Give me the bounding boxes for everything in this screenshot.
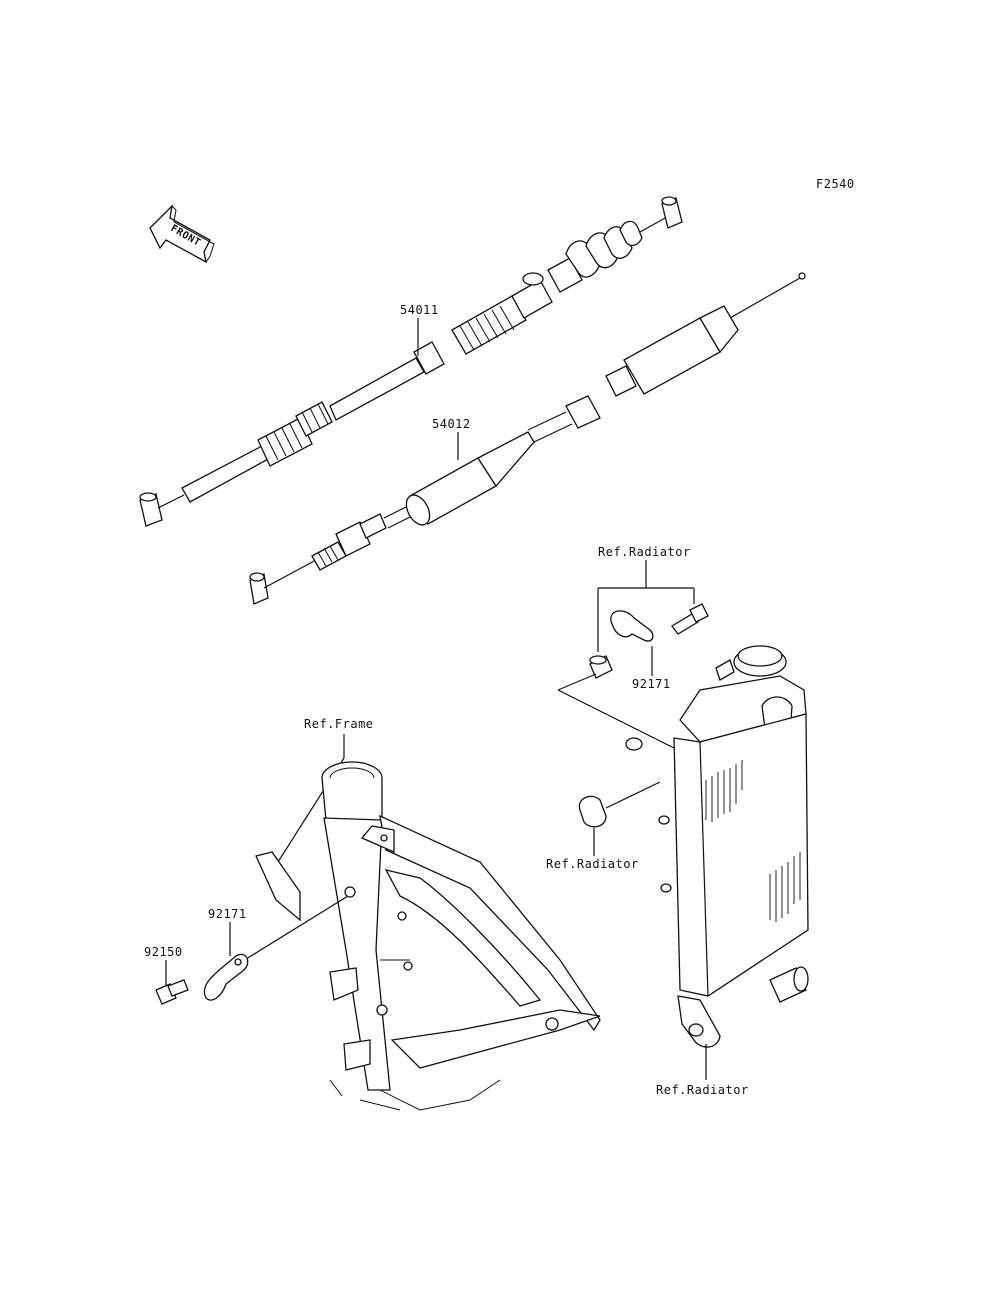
throttle-cable: 54012 [249, 272, 806, 605]
label-92150: 92150 [144, 945, 183, 959]
frame-clamp-group: 92171 92150 [144, 895, 349, 1005]
label-92171-lower: 92171 [208, 907, 247, 921]
figure-code: F2540 [816, 177, 855, 191]
frame: Ref.Frame [255, 717, 601, 1111]
radiator-clamp-group: Ref.Radiator 92171 [557, 545, 709, 749]
radiator-fins [705, 760, 801, 922]
radiator: Ref.Radiator Ref.Radiator [546, 645, 809, 1097]
label-54011: 54011 [400, 303, 439, 317]
label-54012: 54012 [432, 417, 471, 431]
label-ref-radiator-top: Ref.Radiator [598, 545, 691, 559]
front-arrow-icon: FRONT [149, 204, 215, 264]
label-ref-radiator-mid: Ref.Radiator [546, 857, 639, 871]
label-ref-frame: Ref.Frame [304, 717, 374, 731]
label-ref-radiator-bottom: Ref.Radiator [656, 1083, 749, 1097]
clutch-cable: 54011 [139, 196, 683, 527]
label-92171-upper: 92171 [632, 677, 671, 691]
